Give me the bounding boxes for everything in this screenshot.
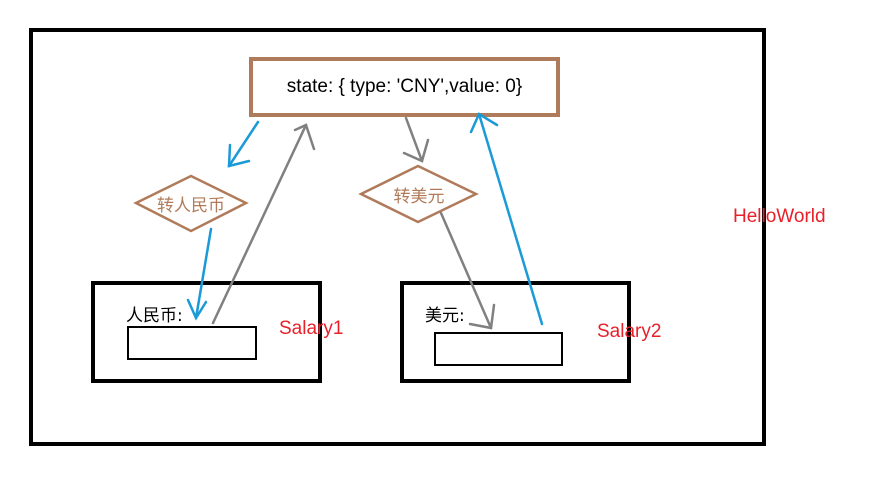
to-cny-label: 转人民币 <box>157 196 225 216</box>
usd-input[interactable] <box>434 332 563 366</box>
app-name-label: HelloWorld <box>733 206 826 227</box>
usd-field-label: 美元: <box>425 306 465 326</box>
cny-input[interactable] <box>127 326 257 360</box>
cny-field-label: 人民币: <box>126 306 183 326</box>
state-box: state: { type: 'CNY',value: 0} <box>249 57 560 117</box>
state-text: state: { type: 'CNY',value: 0} <box>286 76 523 97</box>
helloworld-container <box>29 28 766 446</box>
to-usd-label: 转美元 <box>393 187 445 207</box>
salary2-name: Salary2 <box>597 321 662 342</box>
salary1-name: Salary1 <box>279 318 344 339</box>
